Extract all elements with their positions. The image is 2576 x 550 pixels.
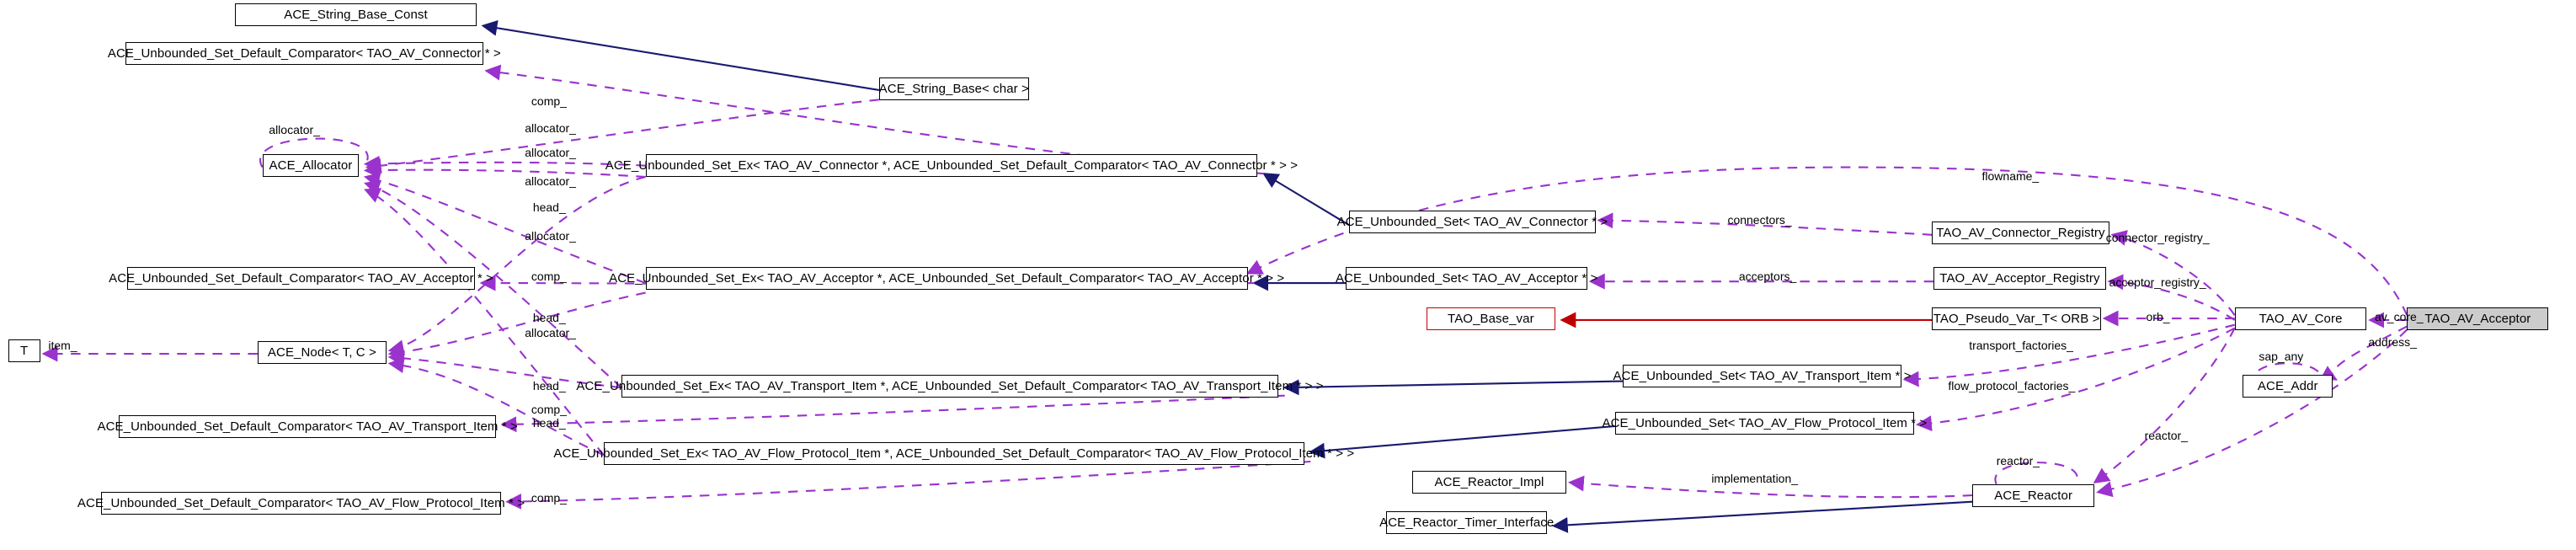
edge-allocator-to-set-ex-acceptor	[363, 172, 647, 285]
edge-label-allocator_5: allocator_	[525, 229, 576, 243]
edge-allocator-to-set-ex-connector-a	[363, 155, 646, 172]
class-node-set_ex_transport_item[interactable]: ACE_Unbounded_Set_Ex< TAO_AV_Transport_I…	[576, 374, 1324, 398]
class-node-t_node[interactable]: T	[8, 339, 40, 362]
edge-label-acceptor_registry_: acceptor_registry_	[2109, 275, 2206, 290]
edge-string-base-char-to-allocator	[365, 99, 879, 174]
class-node-ace_string_base_const[interactable]: ACE_String_Base_Const	[235, 3, 477, 26]
edge-string-base-char-to-string-base-const	[481, 19, 880, 91]
class-node-ace_node[interactable]: ACE_Node< T, C >	[257, 340, 387, 364]
class-node-set_acceptor[interactable]: ACE_Unbounded_Set< TAO_AV_Acceptor * >	[1336, 266, 1597, 290]
edge-allocator-to-set-ex-connector-b	[363, 162, 646, 179]
class-node-set_ex_connector[interactable]: ACE_Unbounded_Set_Ex< TAO_AV_Connector *…	[605, 154, 1298, 178]
class-node-tao_av_acceptor[interactable]: TAO_AV_Acceptor	[2407, 307, 2549, 330]
class-node-tao_pseudo_var_t[interactable]: TAO_Pseudo_Var_T< ORB >	[1932, 307, 2101, 330]
class-node-cmp_acceptor[interactable]: ACE_Unbounded_Set_Default_Comparator< TA…	[109, 266, 493, 290]
edge-comp-connector	[484, 64, 1264, 175]
class-node-cmp_flow_protocol_item[interactable]: ACE_Unbounded_Set_Default_Comparator< TA…	[77, 492, 525, 515]
edge-label-connectors_: connectors_	[1727, 212, 1792, 227]
edge-label-transport_factories_: transport_factories_	[1969, 338, 2073, 352]
class-node-ace_allocator[interactable]: ACE_Allocator	[262, 154, 360, 178]
edge-reactor-from-core	[2093, 328, 2236, 483]
edge-connectors	[1597, 212, 1933, 236]
class-node-set_flow_protocol_item[interactable]: ACE_Unbounded_Set< TAO_AV_Flow_Protocol_…	[1602, 411, 1927, 435]
class-node-tao_av_core[interactable]: TAO_AV_Core	[2234, 307, 2367, 330]
edge-comp-flow	[505, 460, 1311, 510]
class-node-ace_string_base_char[interactable]: ACE_String_Base< char >	[879, 77, 1029, 100]
edge-label-head_4: head_	[532, 415, 566, 430]
class-node-tao_av_connector_registry[interactable]: TAO_AV_Connector_Registry	[1932, 222, 2109, 245]
edge-label-allocator_1: allocator_	[269, 123, 320, 137]
class-node-set_transport_item[interactable]: ACE_Unbounded_Set< TAO_AV_Transport_Item…	[1613, 365, 1911, 388]
edge-reactor-to-reactor-timer-interface	[1551, 500, 1973, 533]
edge-reactor-self	[1994, 462, 2078, 485]
edge-label-reactor_2: reactor_	[2144, 428, 2188, 442]
edge-set-connector-to-set-ex-connector	[1262, 173, 1350, 227]
edge-label-item_1: item_	[48, 338, 77, 352]
class-node-ace_addr[interactable]: ACE_Addr	[2243, 374, 2333, 398]
class-node-ace_reactor[interactable]: ACE_Reactor	[1972, 483, 2095, 507]
edge-label-flowname_: flowname_	[1981, 169, 2040, 184]
edge-label-comp_4: comp_	[531, 491, 567, 505]
edge-reactor-from-acceptor	[2096, 328, 2408, 498]
class-node-ace_reactor_impl[interactable]: ACE_Reactor_Impl	[1411, 471, 1567, 494]
edge-node-to-set-ex-acceptor-head	[387, 291, 646, 360]
edge-flow-protocol-factories	[1915, 327, 2236, 432]
edge-label-head_2: head_	[532, 311, 566, 325]
edge-node-to-set-ex-connector-head	[387, 176, 646, 355]
edge-label-allocator_2: allocator_	[525, 121, 576, 136]
edge-label-connector_registry_: connector_registry_	[2105, 230, 2210, 244]
edge-label-acceptors_: acceptors_	[1738, 269, 1797, 283]
edge-label-comp_2: comp_	[531, 269, 567, 283]
edge-label-allocator_4: allocator_	[525, 174, 576, 189]
edge-comp-transport	[500, 394, 1285, 433]
edge-label-comp_3: comp_	[531, 403, 567, 417]
edge-label-sap_any: sap_any	[2259, 350, 2304, 364]
edge-label-head_3: head_	[532, 378, 566, 392]
edge-implementation	[1567, 475, 1973, 499]
class-node-cmp_transport_item[interactable]: ACE_Unbounded_Set_Default_Comparator< TA…	[97, 414, 518, 438]
class-node-cmp_connector[interactable]: ACE_Unbounded_Set_Default_Comparator< TA…	[108, 41, 501, 65]
edge-label-allocator_3: allocator_	[525, 145, 576, 159]
edge-address	[2319, 325, 2408, 381]
edge-label-comp_1: comp_	[531, 93, 567, 108]
edge-label-allocator_6: allocator_	[525, 325, 576, 339]
edge-label-orb_: orb_	[2146, 309, 2170, 323]
edge-set-flow-to-set-ex-flow	[1309, 425, 1615, 459]
edge-label-reactor_1: reactor_	[1996, 454, 2040, 468]
class-node-ace_reactor_timer_iface[interactable]: ACE_Reactor_Timer_Interface	[1379, 511, 1554, 535]
class-node-set_ex_flow_protocol[interactable]: ACE_Unbounded_Set_Ex< TAO_AV_Flow_Protoc…	[553, 442, 1354, 466]
edge-set-transport-to-set-ex-transport	[1283, 379, 1624, 396]
edge-node-to-set-ex-flow-head	[387, 357, 605, 457]
inheritance-edges	[481, 19, 1973, 533]
edge-flowname	[1245, 166, 2408, 316]
edge-label-implementation_: implementation_	[1711, 472, 1799, 486]
edge-label-flow_protocol_factories_: flow_protocol_factories_	[1948, 378, 2076, 392]
edge-node-to-set-ex-transport-head	[387, 350, 622, 389]
edge-label-av_core_: av_core_	[2375, 309, 2424, 323]
edge-label-head_1: head_	[532, 200, 566, 214]
edge-allocator-to-set-ex-transport	[364, 180, 622, 388]
edge-label-address_: address_	[2368, 335, 2417, 350]
class-node-tao_base_var[interactable]: TAO_Base_var	[1426, 307, 1555, 330]
edge-transport-factories	[1902, 323, 2235, 387]
class-node-set_ex_acceptor[interactable]: ACE_Unbounded_Set_Ex< TAO_AV_Acceptor *,…	[609, 266, 1284, 290]
class-node-tao_av_acceptor_registry[interactable]: TAO_AV_Acceptor_Registry	[1933, 266, 2106, 290]
edge-connector-registry	[2110, 230, 2236, 316]
class-node-set_connector[interactable]: ACE_Unbounded_Set< TAO_AV_Connector * >	[1337, 211, 1608, 234]
